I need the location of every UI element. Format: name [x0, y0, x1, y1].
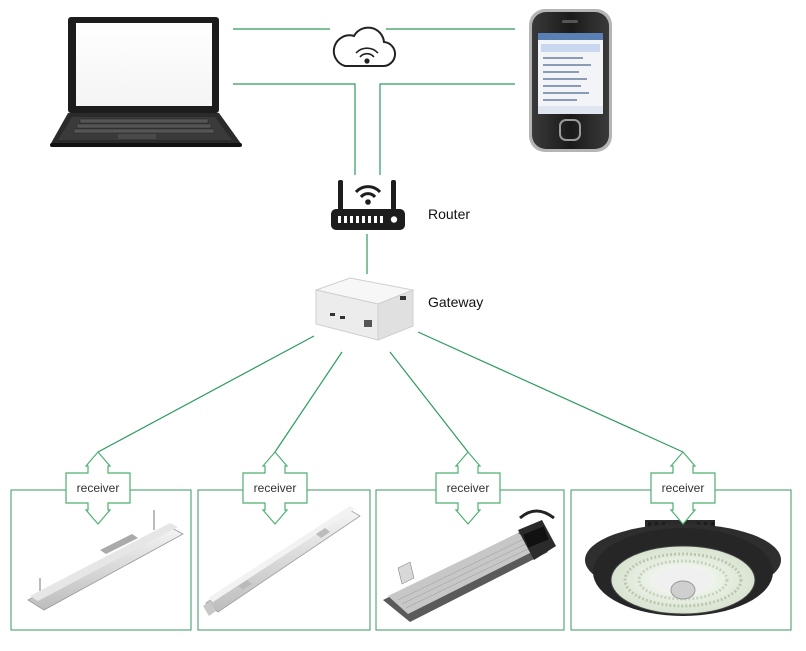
receiver-arrow-shape: [65, 451, 131, 525]
linear-highbay-fixture-icon: [27, 510, 184, 611]
router-icon: [331, 180, 405, 230]
receiver-label: receiver: [662, 481, 705, 495]
laptop-icon: [50, 17, 242, 147]
line-gateway-receiver-2: [274, 351, 343, 453]
receiver-arrow-shape: [650, 451, 716, 525]
line-laptop-router: [233, 83, 356, 175]
gateway-box-icon: [314, 277, 415, 341]
line-gateway-receiver-3: [389, 351, 469, 453]
gateway-label: Gateway: [428, 294, 484, 310]
receiver-label: receiver: [447, 481, 490, 495]
receiver-label: receiver: [77, 481, 120, 495]
receiver-arrow-4: receiver: [650, 451, 716, 525]
ufo-highbay-fixture-icon: [585, 520, 781, 616]
smartphone-icon: [529, 9, 612, 152]
receivers: receiver receiver receiver receiver: [65, 451, 716, 525]
led-linear-highbay-fixture-icon: [383, 509, 556, 622]
receiver-arrow-1: receiver: [65, 451, 131, 525]
cloud-wifi-icon: [332, 26, 396, 68]
line-gateway-receiver-4: [417, 331, 684, 453]
router-label: Router: [428, 206, 471, 222]
receiver-label: receiver: [254, 481, 297, 495]
receiver-arrow-shape: [242, 451, 308, 525]
triproof-tube-fixture-icon: [203, 506, 361, 616]
line-gateway-receiver-1: [97, 335, 315, 453]
receiver-arrow-2: receiver: [242, 451, 308, 525]
receiver-arrow-3: receiver: [435, 451, 501, 525]
line-phone-router: [379, 83, 515, 175]
connection-lines: [97, 28, 684, 453]
receiver-arrow-shape: [435, 451, 501, 525]
